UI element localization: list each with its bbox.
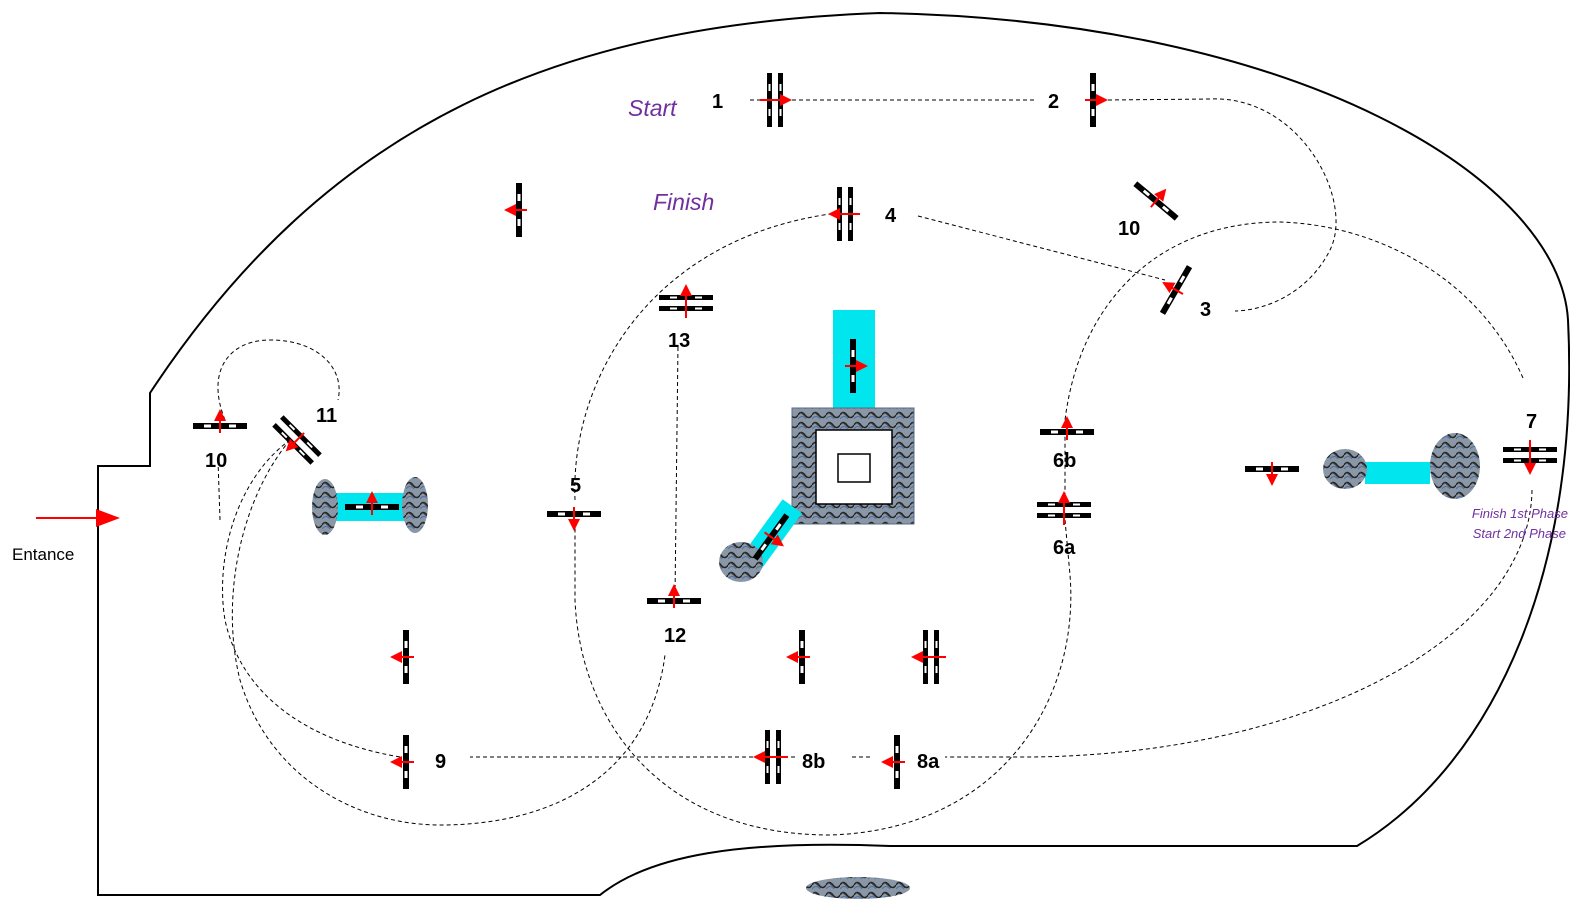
entrance-label: Entance — [12, 545, 74, 564]
fence-10-left — [193, 409, 247, 433]
fence-5 — [547, 507, 601, 531]
hedge-icon — [1323, 449, 1367, 489]
route-lines — [217, 98, 1533, 836]
hedge-icon — [312, 479, 338, 535]
fence-8a — [881, 735, 905, 789]
fence-11 — [272, 415, 322, 465]
start-label: Start — [628, 95, 678, 121]
fence-number-1: 1 — [712, 91, 723, 113]
fence-center-water — [845, 339, 868, 393]
hedge-icon — [806, 877, 910, 899]
fence-number-5: 5 — [570, 475, 581, 497]
water-tray-icon — [1365, 462, 1430, 484]
fence-number-3: 3 — [1200, 299, 1211, 321]
fence-6b — [1040, 416, 1094, 440]
fence-number-4: 4 — [885, 205, 897, 227]
hedge-icon — [719, 542, 763, 582]
fence-number-6b: 6b — [1053, 450, 1076, 472]
right-water-obstacle — [1323, 433, 1480, 499]
fence-1 — [760, 73, 792, 127]
fence-10-right — [1133, 181, 1179, 221]
fence-right-water — [1245, 462, 1299, 486]
direction-arrow-icon — [285, 432, 305, 452]
fence-number-8a: 8a — [917, 751, 940, 773]
direction-arrow-icon — [1162, 282, 1184, 295]
hedge-icon — [402, 477, 428, 533]
fence-number-2: 2 — [1048, 91, 1059, 113]
entrance-arrow-icon — [36, 509, 120, 527]
direction-arrow-icon — [1150, 188, 1167, 208]
fence-lower-right — [911, 630, 946, 684]
fence-9 — [390, 735, 414, 789]
fence-number-6a: 6a — [1053, 537, 1076, 559]
fence-center-hedge — [752, 513, 790, 561]
fence-left-water — [345, 491, 399, 515]
fence-number-11: 11 — [316, 405, 337, 427]
fence-number-8b: 8b — [802, 751, 825, 773]
fence-number-12: 12 — [664, 625, 686, 647]
hedge-icon — [1430, 433, 1480, 499]
fence-unnumbered-top-left — [504, 183, 527, 237]
finish-label: Finish — [653, 189, 714, 215]
fence-number-10-left: 10 — [205, 450, 227, 472]
fence-number-10-right: 10 — [1118, 218, 1140, 240]
start-phase2-label: Start 2nd Phase — [1473, 526, 1566, 541]
fence-8b — [753, 730, 788, 784]
fence-2 — [1085, 73, 1108, 127]
fence-number-7: 7 — [1526, 411, 1537, 433]
fence-13 — [659, 284, 713, 318]
finish-phase1-label: Finish 1st Phase — [1472, 506, 1568, 521]
fence-12 — [647, 584, 701, 608]
fence-3 — [1159, 265, 1193, 315]
fence-7 — [1503, 440, 1557, 475]
fence-number-13: 13 — [668, 330, 690, 352]
fence-6a — [1037, 491, 1091, 525]
fence-lower-center — [786, 630, 810, 684]
central-island — [719, 310, 915, 582]
direction-arrow-icon — [763, 531, 784, 547]
arena-boundary — [97, 11, 1570, 896]
fence-lower-left — [390, 630, 414, 684]
fence-4 — [828, 187, 860, 241]
fence-number-9: 9 — [435, 751, 446, 773]
